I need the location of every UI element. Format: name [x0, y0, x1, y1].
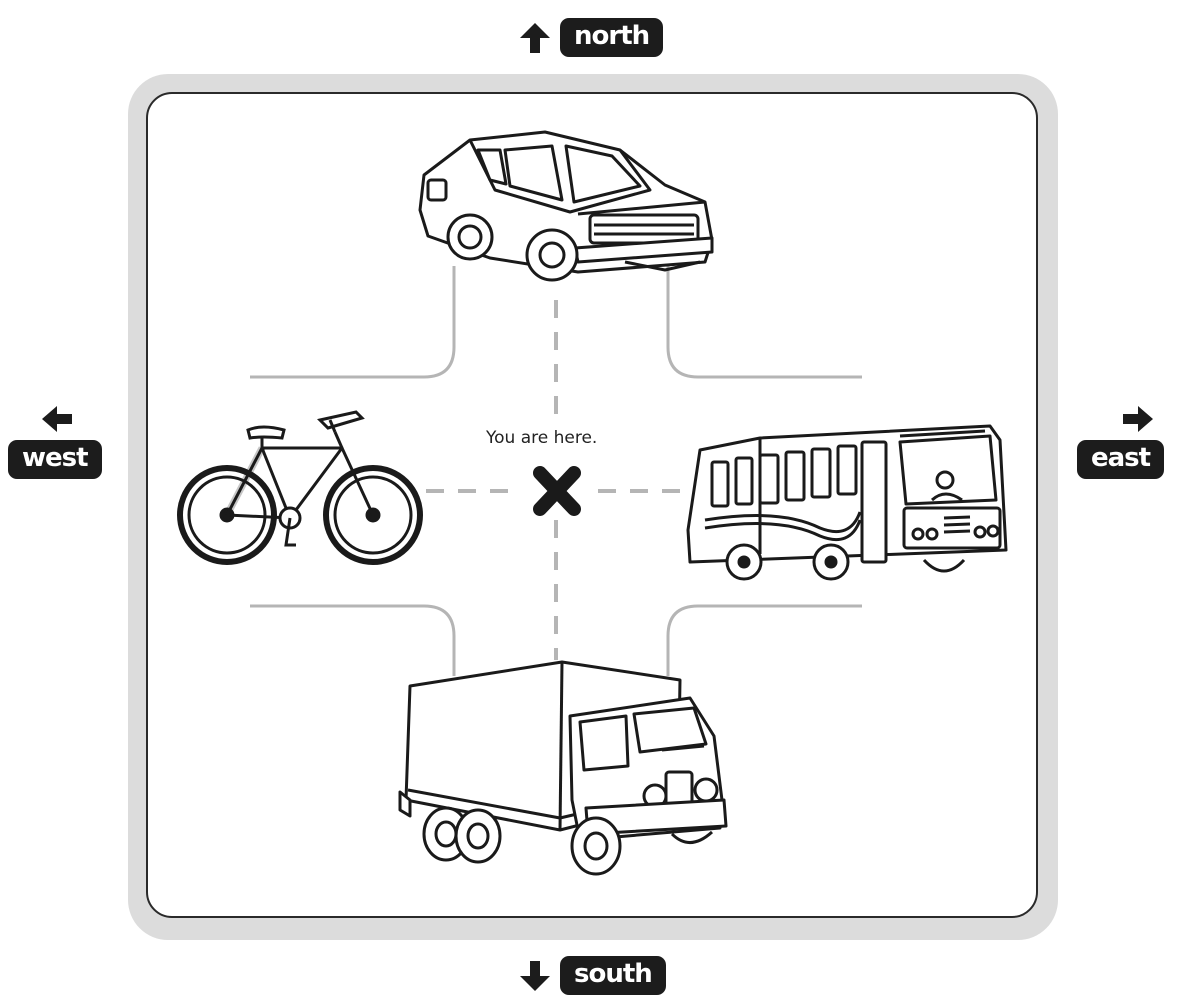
west-label: west: [8, 404, 102, 479]
car-icon: [418, 130, 714, 282]
arrow-down-icon: [518, 959, 552, 993]
arrow-right-icon: [1121, 404, 1155, 434]
west-text: west: [8, 440, 102, 479]
bus-icon: [686, 424, 1008, 581]
bicycle-icon: [177, 410, 423, 565]
x-mark-icon: [533, 466, 581, 516]
south-text: south: [560, 956, 666, 995]
arrow-up-icon: [518, 21, 552, 55]
road-edges: [250, 266, 862, 676]
south-label: south: [518, 956, 666, 995]
truck-icon: [398, 660, 728, 876]
east-text: east: [1077, 440, 1165, 479]
north-text: north: [560, 18, 664, 57]
arrow-left-icon: [40, 404, 74, 434]
you-are-here-label: You are here.: [486, 428, 598, 448]
center-dashes: [426, 300, 688, 660]
east-label: east: [1077, 404, 1165, 479]
north-label: north: [518, 18, 664, 57]
